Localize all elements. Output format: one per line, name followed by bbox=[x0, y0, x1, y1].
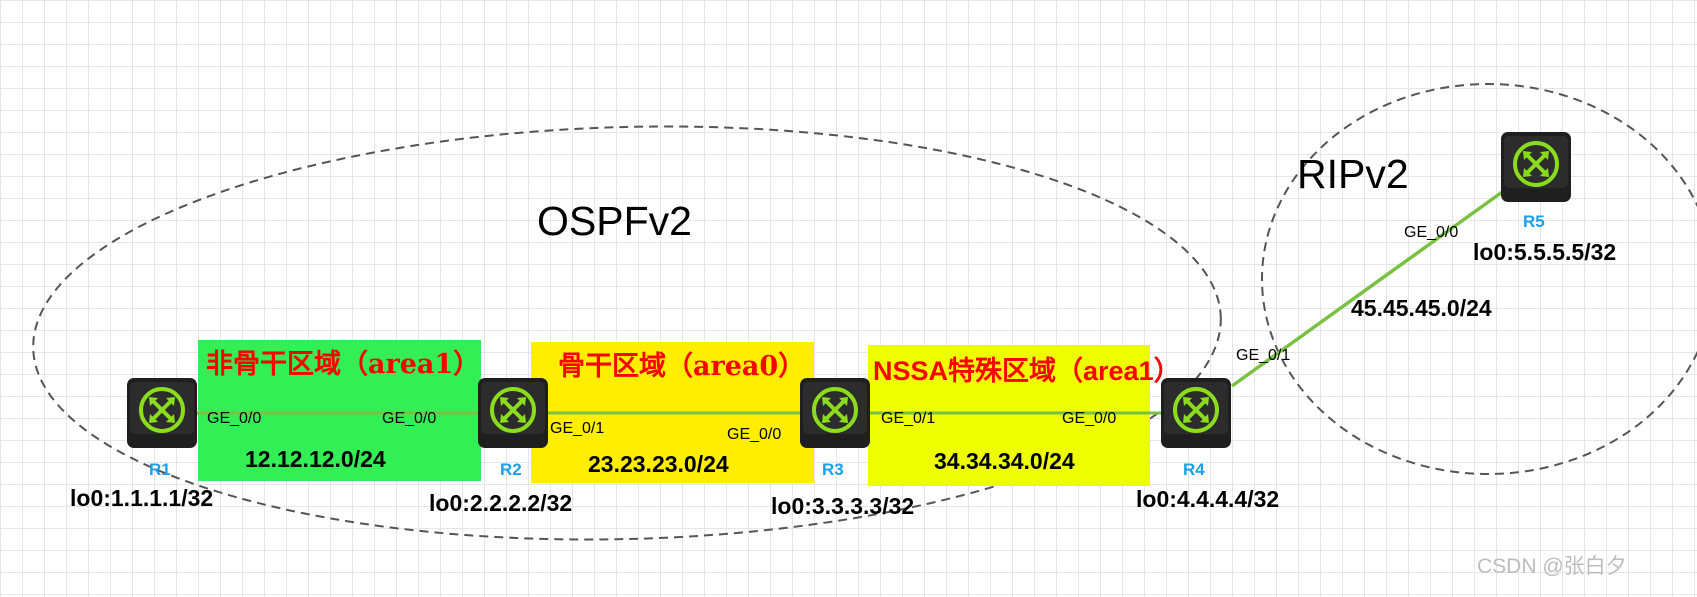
rip-boundary bbox=[1261, 83, 1697, 475]
r5-port-label: GE_0/0 bbox=[1404, 224, 1458, 241]
r3-port-left-label: GE_0/0 bbox=[727, 426, 781, 443]
subnet-r4-r5: 45.45.45.0/24 bbox=[1351, 295, 1492, 321]
nssa-label: NSSA特殊区域（area1） bbox=[873, 356, 1181, 386]
ospf-boundary bbox=[32, 125, 1222, 541]
subnet-r1-r2: 12.12.12.0/24 bbox=[245, 446, 386, 472]
area0-label: 骨干区域（area0） bbox=[558, 351, 805, 382]
link-r4-r5 bbox=[1230, 188, 1507, 388]
router-icon[interactable] bbox=[1161, 378, 1231, 448]
loopback-r1: lo0:1.1.1.1/32 bbox=[70, 485, 213, 511]
r2-port-right-label: GE_0/1 bbox=[550, 420, 604, 437]
router-icon[interactable] bbox=[1501, 132, 1571, 202]
nssa-region bbox=[868, 345, 1150, 486]
area1-left-label: 非骨干区域（area1） bbox=[206, 349, 480, 380]
subnet-r2-r3: 23.23.23.0/24 bbox=[588, 451, 729, 477]
loopback-r2: lo0:2.2.2.2/32 bbox=[429, 490, 572, 516]
watermark: CSDN @张白夕 bbox=[1477, 555, 1627, 578]
subnet-r3-r4: 34.34.34.0/24 bbox=[934, 448, 1075, 474]
r1-port-label: GE_0/0 bbox=[207, 410, 261, 427]
area1-left-region bbox=[198, 340, 481, 481]
router-name-r2: R2 bbox=[500, 460, 522, 479]
router-name-r3: R3 bbox=[822, 460, 844, 479]
loopback-r3: lo0:3.3.3.3/32 bbox=[771, 493, 914, 519]
ospf-label: OSPFv2 bbox=[537, 198, 692, 244]
router-name-r5: R5 bbox=[1523, 212, 1545, 231]
r3-port-right-label: GE_0/1 bbox=[881, 410, 935, 427]
rip-label: RIPv2 bbox=[1297, 151, 1409, 197]
router-icon[interactable] bbox=[478, 378, 548, 448]
loopback-r5: lo0:5.5.5.5/32 bbox=[1473, 239, 1616, 265]
r4-port-up-label: GE_0/1 bbox=[1236, 347, 1290, 364]
loopback-r4: lo0:4.4.4.4/32 bbox=[1136, 486, 1279, 512]
router-icon[interactable] bbox=[800, 378, 870, 448]
r4-port-left-label: GE_0/0 bbox=[1062, 410, 1116, 427]
r2-port-left-label: GE_0/0 bbox=[382, 410, 436, 427]
router-name-r1: R1 bbox=[149, 460, 171, 479]
router-name-r4: R4 bbox=[1183, 460, 1205, 479]
router-icon[interactable] bbox=[127, 378, 197, 448]
